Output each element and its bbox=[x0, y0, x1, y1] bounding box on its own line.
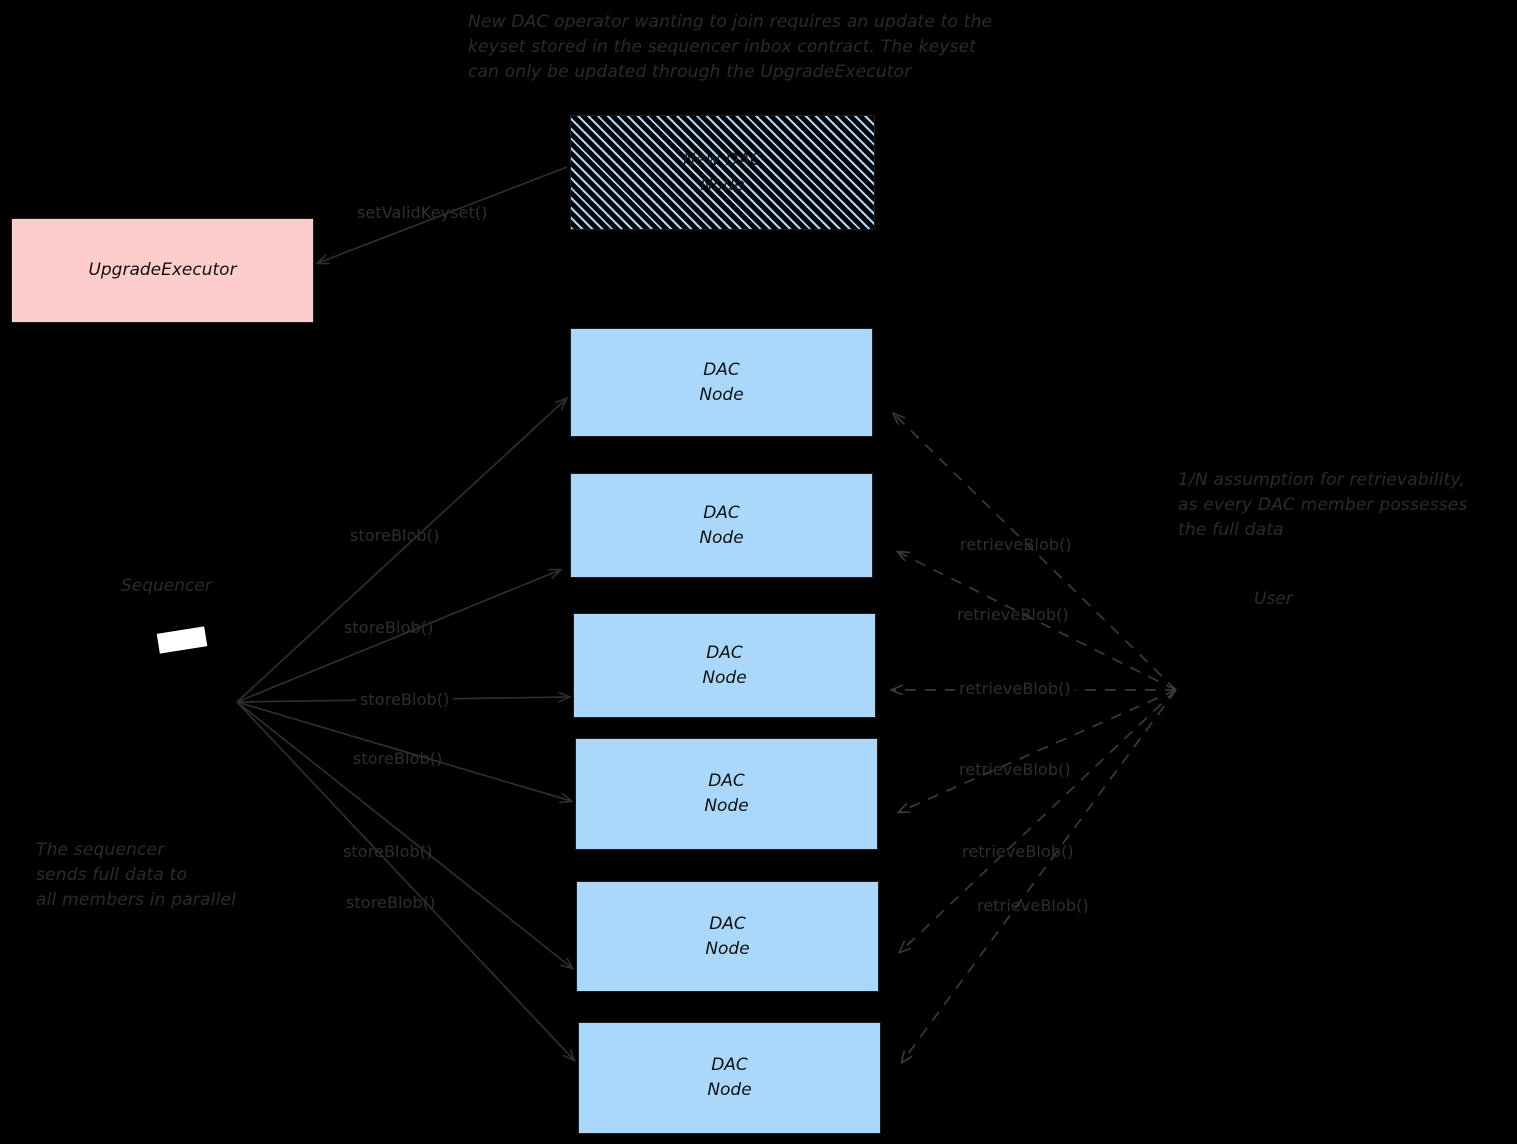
user-label: User bbox=[1254, 589, 1293, 609]
sequencer-label: Sequencer bbox=[121, 576, 212, 596]
dac-node-box-2[interactable]: DAC Node bbox=[570, 473, 873, 578]
note-top: New DAC operator wanting to join require… bbox=[468, 12, 993, 82]
edge-label-store-blob-5: storeBlob() bbox=[343, 842, 433, 861]
dac-node-box-1[interactable]: DAC Node bbox=[570, 328, 873, 437]
edge-label-retrieve-blob-6: retrieveBlob() bbox=[977, 896, 1089, 915]
dac-node-label-5: DAC Node bbox=[705, 913, 750, 959]
edge-label-retrieve-blob-4: retrieveBlob() bbox=[959, 760, 1071, 779]
edge-label-retrieve-blob-3: retrieveBlob() bbox=[955, 679, 1075, 698]
new-dac-node-box[interactable]: New DAC Node bbox=[570, 115, 875, 230]
dac-node-label-2: DAC Node bbox=[699, 502, 744, 548]
edge-store-blob-group bbox=[236, 399, 574, 1060]
edge-label-store-blob-6: storeBlob() bbox=[346, 893, 436, 912]
edge-label-store-blob-2: storeBlob() bbox=[344, 618, 434, 637]
edge-label-set-valid-keyset: setValidKeyset() bbox=[357, 203, 488, 222]
dac-node-box-6[interactable]: DAC Node bbox=[578, 1022, 881, 1134]
edge-label-retrieve-blob-5: retrieveBlob() bbox=[962, 842, 1074, 861]
edge-label-retrieve-blob-2: retrieveBlob() bbox=[957, 605, 1069, 624]
dac-node-box-4[interactable]: DAC Node bbox=[575, 738, 878, 850]
new-dac-node-label: New DAC Node bbox=[682, 149, 763, 195]
edge-label-store-blob-3: storeBlob() bbox=[356, 690, 454, 709]
edge-retrieve-blob-group bbox=[892, 414, 1177, 1062]
dac-node-label-1: DAC Node bbox=[699, 359, 744, 405]
upgrade-executor-label: UpgradeExecutor bbox=[88, 260, 237, 280]
upgrade-executor-box[interactable]: UpgradeExecutor bbox=[11, 218, 314, 323]
dac-node-label-4: DAC Node bbox=[704, 771, 749, 816]
note-bottom-left-sequencer: The sequencer sends full data to all mem… bbox=[36, 840, 237, 910]
note-right-retrievability: 1/N assumption for retrievability, as ev… bbox=[1178, 470, 1468, 540]
edge-label-store-blob-4: storeBlob() bbox=[353, 749, 443, 768]
edge-label-store-blob-1: storeBlob() bbox=[350, 526, 440, 545]
dac-node-box-5[interactable]: DAC Node bbox=[576, 881, 879, 992]
dac-node-label-6: DAC Node bbox=[707, 1055, 752, 1100]
dac-node-box-3[interactable]: DAC Node bbox=[573, 613, 876, 718]
sequencer-icon bbox=[156, 626, 208, 654]
dac-node-label-3: DAC Node bbox=[702, 642, 747, 688]
edge-label-retrieve-blob-1: retrieveBlob() bbox=[960, 535, 1072, 554]
